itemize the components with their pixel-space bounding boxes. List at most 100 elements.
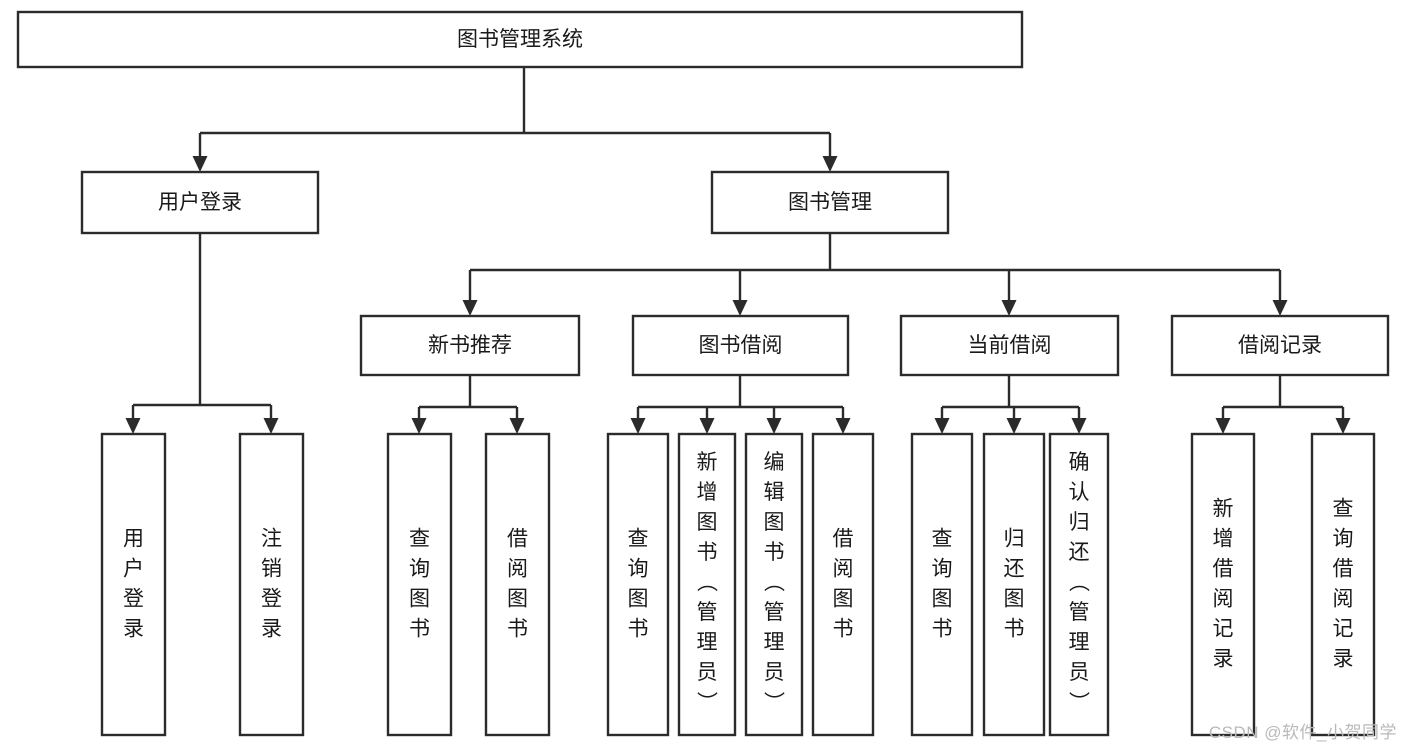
svg-text:增: 增: [697, 481, 718, 504]
svg-text:理: 理: [1069, 631, 1090, 654]
new-book-rec-arrow-0: [411, 418, 427, 434]
node-box-leaf_query_record[interactable]: [1310, 432, 1376, 737]
node-leaf_user_login[interactable]: 用户登录: [100, 432, 167, 737]
svg-text:图: 图: [697, 511, 718, 534]
svg-text:还: 还: [1069, 541, 1090, 564]
node-box-leaf_add_record[interactable]: [1190, 432, 1256, 737]
node-box-leaf_user_login[interactable]: [100, 432, 167, 737]
svg-text:增: 增: [1213, 528, 1234, 551]
svg-text:询: 询: [409, 558, 430, 581]
node-box-leaf_logout[interactable]: [238, 432, 305, 737]
svg-text:书: 书: [628, 618, 649, 641]
node-box-leaf_return_book[interactable]: [982, 432, 1046, 737]
node-box-book_manage[interactable]: [710, 170, 950, 235]
user-login-arrow-1: [263, 418, 279, 434]
svg-text:）: ）: [695, 691, 718, 712]
node-box-book_borrow[interactable]: [631, 314, 850, 377]
node-box-leaf_add_book[interactable]: [677, 432, 737, 737]
node-box-leaf_query_book_b[interactable]: [606, 432, 670, 737]
node-box-leaf_borrow_book_a[interactable]: [484, 432, 551, 737]
node-box-leaf_query_book_c[interactable]: [910, 432, 974, 737]
svg-text:新: 新: [697, 451, 718, 474]
svg-text:记: 记: [1333, 618, 1354, 641]
svg-text:查: 查: [628, 528, 649, 551]
svg-text:借: 借: [833, 528, 854, 551]
svg-text:确: 确: [1069, 451, 1090, 474]
svg-text:记: 记: [1213, 618, 1234, 641]
node-current_borrow[interactable]: 当前借阅: [899, 314, 1120, 377]
node-box-current_borrow[interactable]: [899, 314, 1120, 377]
borrow-record-arrow-1: [1335, 418, 1351, 434]
node-root[interactable]: 图书管理系统: [16, 10, 1024, 69]
svg-text:录: 录: [123, 618, 144, 641]
node-box-borrow_record[interactable]: [1170, 314, 1390, 377]
node-box-leaf_query_book_a[interactable]: [386, 432, 453, 737]
node-new_book_rec[interactable]: 新书推荐: [359, 314, 581, 377]
svg-text:图: 图: [932, 588, 953, 611]
current-borrow-arrow-0: [934, 418, 950, 434]
borrow-record-arrow-0: [1215, 418, 1231, 434]
book-borrow-arrow-0: [630, 418, 646, 434]
svg-text:阅: 阅: [507, 558, 528, 581]
svg-text:户: 户: [123, 558, 144, 581]
svg-text:询: 询: [932, 558, 953, 581]
svg-text:书: 书: [507, 618, 528, 641]
svg-text:图: 图: [409, 588, 430, 611]
svg-text:理: 理: [764, 631, 785, 654]
svg-text:员: 员: [697, 661, 718, 684]
node-borrow_record[interactable]: 借阅记录: [1170, 314, 1390, 377]
svg-text:查: 查: [932, 528, 953, 551]
svg-text:书: 书: [1004, 618, 1025, 641]
node-book_borrow[interactable]: 图书借阅: [631, 314, 850, 377]
svg-text:用: 用: [123, 528, 144, 551]
svg-text:归: 归: [1069, 511, 1090, 534]
svg-text:图: 图: [628, 588, 649, 611]
svg-text:查: 查: [1333, 498, 1354, 521]
node-label-book_borrow: 图书借阅: [699, 334, 783, 357]
book-manage-arrow-0: [462, 300, 478, 316]
node-box-leaf_confirm_return[interactable]: [1048, 432, 1110, 737]
svg-text:新: 新: [1213, 498, 1234, 521]
node-box-leaf_borrow_book_b[interactable]: [811, 432, 875, 737]
book-manage-arrow-3: [1272, 300, 1288, 316]
node-label-current_borrow: 当前借阅: [968, 334, 1052, 357]
svg-text:注: 注: [261, 528, 282, 551]
node-box-leaf_edit_book[interactable]: [744, 432, 804, 737]
node-book_manage[interactable]: 图书管理: [710, 170, 950, 235]
node-layer: 图书管理系统用户登录图书管理新书推荐图书借阅当前借阅借阅记录用户登录注销登录查询…: [16, 10, 1390, 737]
svg-text:阅: 阅: [1213, 588, 1234, 611]
svg-text:（: （: [762, 571, 785, 592]
node-label-new_book_rec: 新书推荐: [428, 334, 512, 357]
svg-text:编: 编: [764, 451, 785, 474]
node-box-root[interactable]: [16, 10, 1024, 69]
node-user_login[interactable]: 用户登录: [80, 170, 320, 235]
svg-text:录: 录: [261, 618, 282, 641]
svg-text:）: ）: [762, 691, 785, 712]
node-box-user_login[interactable]: [80, 170, 320, 235]
node-label-book_manage: 图书管理: [788, 191, 872, 214]
book-borrow-arrow-3: [835, 418, 851, 434]
svg-text:借: 借: [1333, 558, 1354, 581]
user-login-arrow-0: [125, 418, 141, 434]
node-box-new_book_rec[interactable]: [359, 314, 581, 377]
